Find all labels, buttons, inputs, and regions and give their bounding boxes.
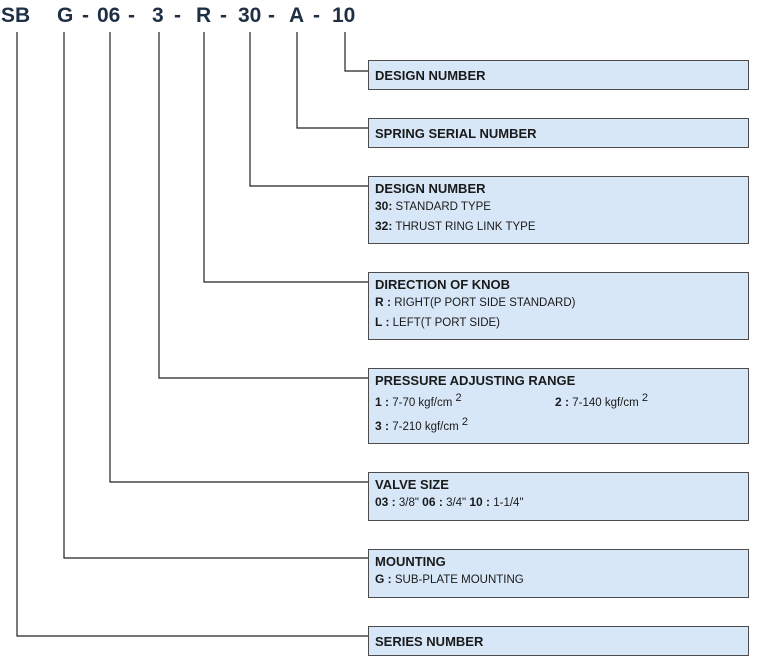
pressure-range-box: PRESSURE ADJUSTING RANGE 1 : 7-70 kgf/cm… [368, 368, 749, 444]
box-title: DESIGN NUMBER [375, 68, 486, 83]
design-number-box: DESIGN NUMBER [368, 60, 749, 90]
code-separator: - [128, 4, 135, 27]
option-line: G : SUB-PLATE MOUNTING [375, 570, 742, 590]
option-text: THRUST RING LINK TYPE [395, 221, 536, 233]
option-key: 06 : [422, 495, 443, 509]
knob-direction-box: DIRECTION OF KNOB R : RIGHT(P PORT SIDE … [368, 272, 749, 340]
option-text: 3/8" [398, 497, 419, 509]
option-key: 2 : [555, 395, 570, 409]
option-text: LEFT(T PORT SIDE) [392, 317, 501, 329]
box-title: VALVE SIZE [375, 477, 449, 492]
connector-pressure-range [158, 32, 368, 379]
option-text: 3/4" [446, 497, 467, 509]
code-mounting: G [57, 4, 74, 27]
superscript: 2 [455, 392, 462, 405]
option-column-2: 2 : 7-140 kgf/cm 2 [555, 393, 648, 413]
code-design: 30 [238, 4, 262, 27]
connector-spring-serial [296, 32, 368, 129]
option-text: RIGHT(P PORT SIDE STANDARD) [394, 297, 576, 309]
connector-design-number [344, 32, 368, 72]
option-line: 03 : 3/8" 06 : 3/4" 10 : 1-1/4" [375, 493, 742, 513]
option-key: 10 : [469, 495, 491, 509]
box-title: SPRING SERIAL NUMBER [375, 126, 537, 141]
code-separator: - [268, 4, 275, 27]
box-title: MOUNTING [375, 554, 446, 569]
code-separator: - [82, 4, 89, 27]
code-pressure: 3 [152, 4, 164, 27]
option-text: STANDARD TYPE [395, 201, 491, 213]
code-size: 06 [97, 4, 121, 27]
option-text: 7-210 kgf/cm [392, 421, 459, 433]
box-title: DESIGN NUMBER [375, 181, 486, 196]
connector-valve-size [109, 32, 368, 483]
code-separator: - [313, 4, 320, 27]
valve-size-box: VALVE SIZE 03 : 3/8" 06 : 3/4" 10 : 1-1/… [368, 472, 749, 521]
option-line: R : RIGHT(P PORT SIDE STANDARD) [375, 293, 742, 313]
option-text: SUB-PLATE MOUNTING [394, 574, 524, 586]
superscript: 2 [641, 392, 649, 405]
option-line: 30: STANDARD TYPE [375, 197, 742, 217]
option-key: 30: [375, 199, 393, 213]
option-key: 3 : [375, 419, 390, 433]
superscript: 2 [461, 416, 469, 429]
design-type-box: DESIGN NUMBER 30: STANDARD TYPE 32: THRU… [368, 176, 749, 244]
mounting-box: MOUNTING G : SUB-PLATE MOUNTING [368, 549, 749, 598]
option-line: 32: THRUST RING LINK TYPE [375, 217, 742, 237]
connector-knob-direction [203, 32, 368, 283]
option-key: 32: [375, 219, 393, 233]
code-spring: A [289, 4, 305, 27]
option-key: R : [375, 295, 391, 309]
box-title: SERIES NUMBER [375, 634, 484, 649]
option-text: 7-70 kgf/cm [392, 397, 453, 409]
code-separator: - [220, 4, 227, 27]
spring-serial-box: SPRING SERIAL NUMBER [368, 118, 749, 148]
connector-mounting [63, 32, 368, 559]
option-line: L : LEFT(T PORT SIDE) [375, 313, 742, 333]
option-key: G : [375, 572, 392, 586]
box-title: PRESSURE ADJUSTING RANGE [375, 373, 576, 388]
box-title: DIRECTION OF KNOB [375, 277, 511, 292]
code-knob: R [196, 4, 212, 27]
option-line: 1 : 7-70 kgf/cm 2 2 : 7-140 kgf/cm 2 [375, 393, 742, 413]
code-series: SB [1, 4, 31, 27]
connector-series [16, 32, 368, 637]
series-number-box: SERIES NUMBER [368, 626, 749, 656]
code-design-no: 10 [332, 4, 356, 27]
option-key: L : [375, 315, 390, 329]
option-key: 1 : [375, 395, 390, 409]
option-key: 03 : [375, 495, 396, 509]
option-line: 3 : 7-210 kgf/cm 2 [375, 417, 742, 437]
option-text: 1-1/4" [493, 497, 524, 509]
code-separator: - [174, 4, 181, 27]
option-text: 7-140 kgf/cm [572, 397, 639, 409]
connector-design-type [249, 32, 368, 187]
